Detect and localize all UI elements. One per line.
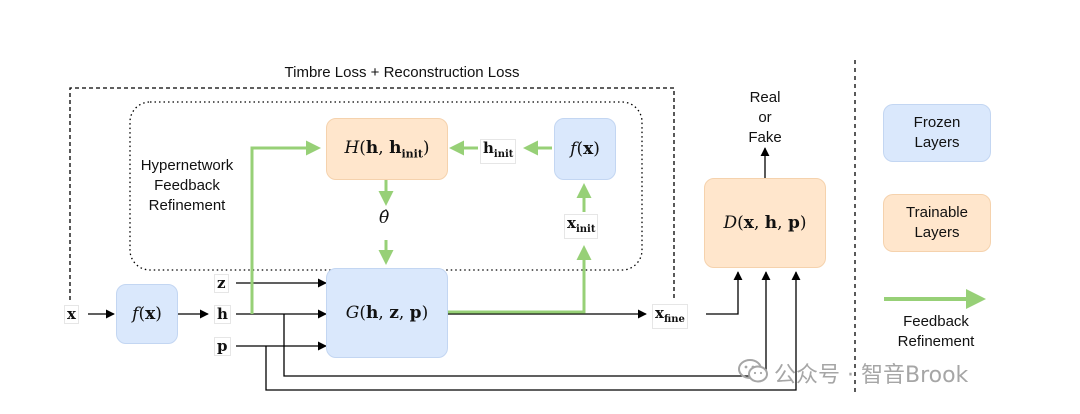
H-node: H(h, hinit) <box>326 118 448 180</box>
H-label: H(h, hinit) <box>344 137 430 161</box>
legend-trainable-box: Trainable Layers <box>883 194 991 252</box>
arrow-h-to-D <box>283 271 771 377</box>
legend-trainable-label: Trainable Layers <box>906 204 968 241</box>
f-right-label: f(x) <box>570 139 600 159</box>
G-label: G(h, z, p) <box>345 303 429 323</box>
watermark-text: 公众号 · 智音Brook <box>774 363 969 388</box>
legend-frozen-label: Frozen Layers <box>913 114 961 151</box>
legend-frozen-box: Frozen Layers <box>883 104 991 162</box>
var-z: z <box>214 274 229 293</box>
var-x: x <box>64 305 79 324</box>
f-left-node: f(x) <box>116 284 178 344</box>
real-or-fake-label: Real or Fake <box>748 89 782 146</box>
arrow-p-to-D <box>265 271 801 391</box>
var-p: p <box>214 337 231 356</box>
wechat-icon <box>738 359 768 383</box>
var-h-init: hinit <box>480 139 517 164</box>
f-left-label: f(x) <box>132 304 162 324</box>
legend-feedback-label: Feedback Refinement <box>897 313 975 350</box>
hypernetwork-region-border <box>129 101 643 271</box>
arrow-xfine-to-D <box>706 271 743 315</box>
feedback-h-to-H <box>250 140 321 314</box>
loss-title: Timbre Loss + Reconstruction Loss <box>284 64 520 81</box>
f-right-node: f(x) <box>554 118 616 180</box>
D-node: D(x, h, p) <box>704 178 826 268</box>
feedback-G-to-xinit <box>448 245 592 314</box>
var-theta: θ̂ <box>377 208 392 228</box>
var-x-fine: xfine <box>652 304 688 329</box>
loss-region-border <box>69 87 675 300</box>
G-node: G(h, z, p) <box>326 268 448 358</box>
D-label: D(x, h, p) <box>723 213 807 233</box>
hypernetwork-label: Hypernetwork Feedback Refinement <box>140 157 234 214</box>
var-x-init: xinit <box>564 214 599 239</box>
var-h: h <box>214 305 231 324</box>
